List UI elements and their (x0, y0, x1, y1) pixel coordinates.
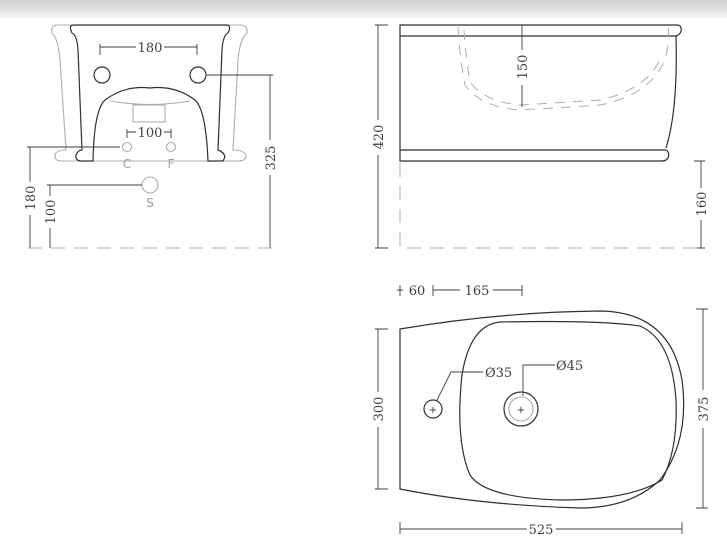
front-body (69, 24, 231, 162)
cold-inlet-icon (121, 141, 133, 153)
dim-hole-spacing: 180 (138, 41, 163, 56)
dim-c-height: 180 (24, 186, 39, 211)
dim-floor-gap: 160 (695, 192, 710, 217)
top-view: + + Ø35 Ø45 60 165 300 375 525 (372, 284, 712, 538)
side-view: 150 420 160 (372, 24, 710, 249)
label-hot: F (168, 157, 175, 171)
side-body (399, 35, 677, 150)
dim-line-375 (696, 308, 708, 509)
side-rim (399, 24, 682, 37)
drain-center-icon: + (517, 405, 525, 416)
dim-tap-offset: 60 (409, 284, 426, 299)
dim-line-180 (99, 44, 198, 55)
label-cold: C (123, 157, 131, 171)
dim-cf-spacing: 100 (138, 126, 163, 141)
dim-s-height: 100 (44, 200, 59, 225)
dim-line-525 (399, 522, 683, 534)
dim-bowl-depth: 150 (516, 55, 531, 80)
drain-hole-outer (503, 391, 539, 427)
leader-45 (522, 364, 555, 396)
dim-line-100 (126, 129, 172, 138)
dim-line-325 (207, 74, 273, 248)
dim-line-60-165 (397, 285, 523, 296)
front-view: C F S 180 100 180 100 325 (24, 24, 279, 249)
arch-edge (109, 100, 191, 106)
hot-inlet-icon (165, 141, 177, 153)
bowl-outline (459, 320, 677, 501)
mount-hole-left (93, 66, 111, 84)
outlet-box (132, 104, 166, 123)
label-tap-hole: Ø35 (485, 366, 512, 381)
tap-hole (423, 399, 443, 419)
side-foot (399, 149, 670, 162)
dim-back-width: 300 (372, 397, 387, 422)
dim-length: 525 (529, 523, 554, 538)
dim-line-s-height (47, 184, 142, 248)
dim-width: 375 (697, 397, 712, 422)
label-drain: S (146, 196, 154, 210)
window-top-bar (0, 0, 727, 18)
dim-line-c-height (27, 146, 120, 248)
bowl-hidden-line-inner (463, 29, 661, 106)
dim-hole-height: 325 (264, 146, 279, 171)
tap-center-icon: + (429, 405, 437, 416)
dim-line-420 (375, 24, 388, 249)
drain-hole-inner (508, 396, 534, 422)
leader-35 (436, 371, 483, 401)
dim-height: 420 (372, 125, 387, 150)
label-drain-hole: Ø45 (556, 359, 583, 374)
top-outline (399, 310, 685, 509)
dim-drain-offset: 165 (465, 284, 490, 299)
mount-hole-right (189, 66, 207, 84)
dim-line-160 (694, 160, 705, 249)
side-floor-line (399, 163, 700, 249)
front-outer-outline (51, 24, 248, 162)
drain-icon (141, 176, 159, 194)
dim-line-300 (375, 328, 388, 490)
bowl-hidden-line (457, 26, 670, 111)
